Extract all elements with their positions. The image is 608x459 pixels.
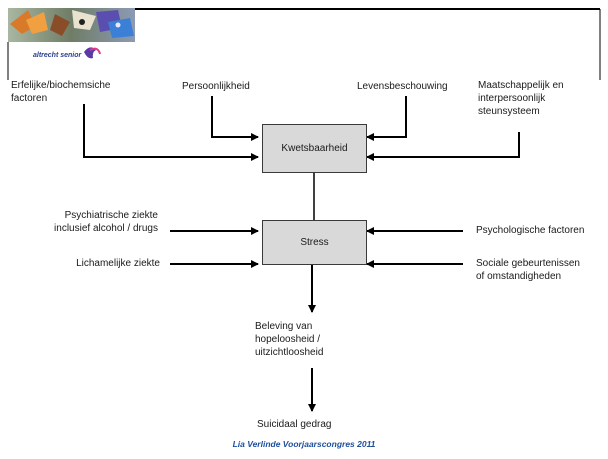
node-kwetsbaarheid: Kwetsbaarheid xyxy=(262,124,367,173)
label-sociaal: Sociale gebeurtenissen of omstandigheden xyxy=(476,258,580,282)
arrow-levensbeschouwing xyxy=(366,96,407,141)
label-erfelijke: Erfelijke/biochemsiche factoren xyxy=(11,80,111,104)
label-psychiatrisch: Psychiatrische ziekte inclusief alcohol … xyxy=(54,210,158,234)
arrow-persoonlijkheid xyxy=(211,96,259,141)
logo-text: altrecht senior xyxy=(33,52,82,59)
label-psychologisch: Psychologische factoren xyxy=(476,225,585,236)
label-maatschappelijk: Maatschappelijk en interpersoonlijk steu… xyxy=(478,80,564,117)
node-stress: Stress xyxy=(262,220,367,265)
arrow-maatschappelijk xyxy=(366,132,520,161)
label-persoonlijkheid: Persoonlijkheid xyxy=(182,81,250,92)
label-lichamelijk: Lichamelijke ziekte xyxy=(76,258,160,269)
label-levensbeschouwing: Levensbeschouwing xyxy=(357,81,448,92)
footer-text: Lia Verlinde Voorjaarscongres 2011 xyxy=(232,439,376,449)
label-suicidaal: Suicidaal gedrag xyxy=(257,419,332,430)
butterfly-banner xyxy=(7,8,601,80)
arrow-erfelijke xyxy=(83,104,259,161)
label-beleving: Beleving van hopeloosheid / uitzichtloos… xyxy=(255,321,324,358)
